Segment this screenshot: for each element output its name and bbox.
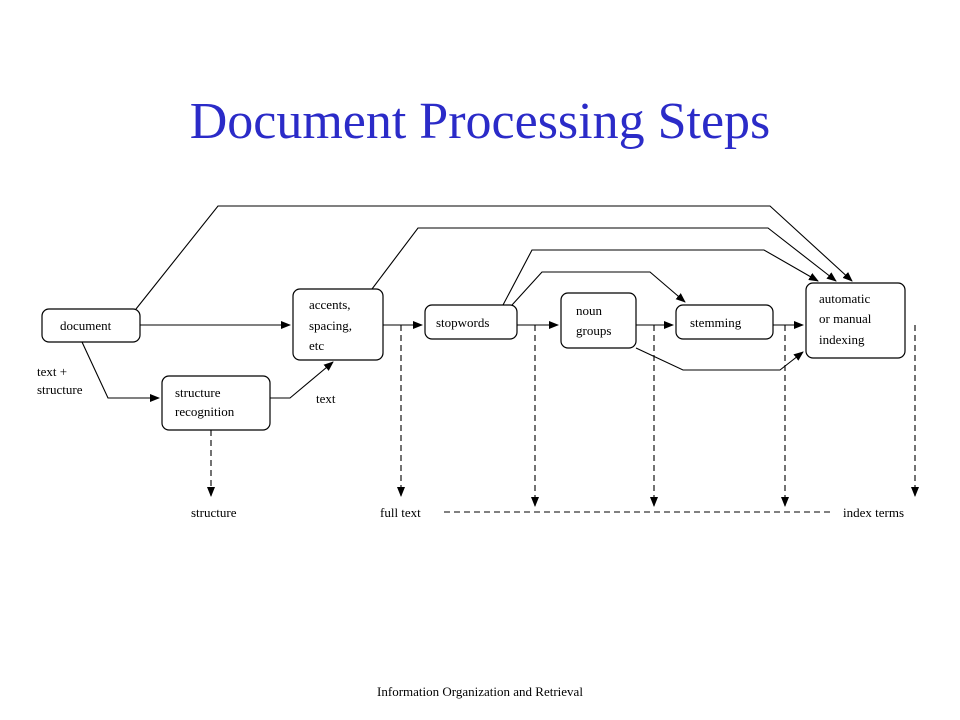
node-indexing-line1: automatic	[819, 291, 870, 306]
node-structure-recognition-line1: structure	[175, 385, 221, 400]
node-accents-spacing: accents, spacing, etc	[292, 288, 384, 361]
node-stemming: stemming	[675, 304, 774, 340]
output-full-text-label: full text	[380, 505, 421, 520]
node-noun-groups-line2: groups	[576, 323, 611, 338]
label-text-plus-structure-line1: text +	[37, 364, 67, 379]
node-stopwords: stopwords	[424, 304, 518, 340]
node-stopwords-label: stopwords	[436, 315, 489, 330]
node-document-label: document	[60, 318, 112, 333]
edge-document-bypass-to-indexing	[135, 205, 853, 310]
node-document: document	[41, 308, 141, 343]
node-noun-groups: noun groups	[560, 292, 637, 349]
slide-title: Document Processing Steps	[189, 93, 771, 150]
output-structure-label: structure	[191, 505, 237, 520]
edge-noun-groups-to-indexing	[635, 347, 804, 371]
edge-structure-recognition-to-accents	[270, 361, 334, 399]
node-structure-recognition: structure recognition	[161, 375, 271, 431]
node-indexing: automatic or manual indexing	[805, 282, 906, 359]
edge-document-to-structure-recognition	[81, 341, 160, 402]
edge-stopwords-bypass-to-stemming	[511, 271, 686, 306]
node-accents-line1: accents,	[309, 297, 351, 312]
node-structure-recognition-line2: recognition	[175, 404, 235, 419]
node-accents-line3: etc	[309, 338, 324, 353]
node-accents-line2: spacing,	[309, 318, 352, 333]
node-stemming-label: stemming	[690, 315, 742, 330]
slide-footer: Information Organization and Retrieval	[377, 684, 583, 699]
edge-stopwords-bypass-to-indexing	[502, 249, 819, 306]
edge-accents-bypass-to-indexing	[371, 227, 837, 290]
node-indexing-line2: or manual	[819, 311, 872, 326]
node-noun-groups-line1: noun	[576, 303, 603, 318]
output-index-terms-label: index terms	[843, 505, 904, 520]
label-text: text	[316, 391, 336, 406]
node-indexing-line3: indexing	[819, 332, 865, 347]
label-text-plus-structure-line2: structure	[37, 382, 83, 397]
